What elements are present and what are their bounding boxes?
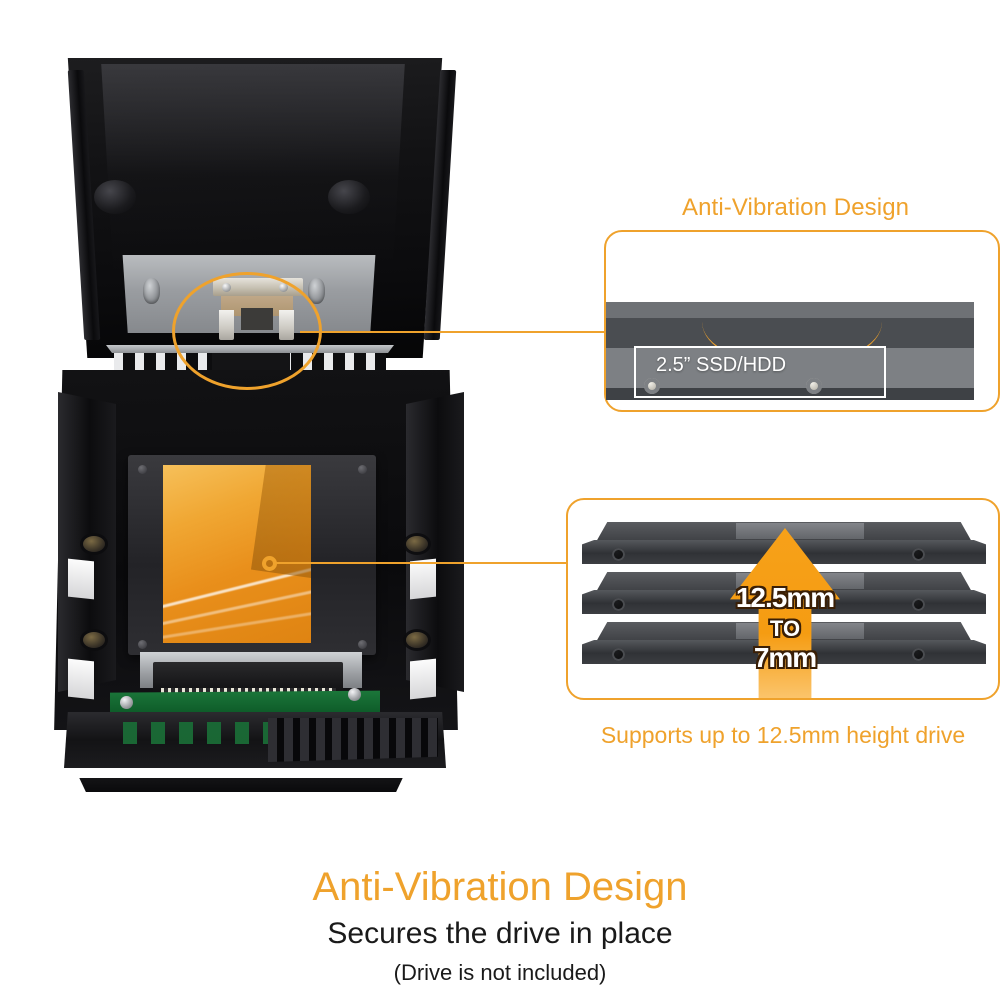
ssd-sticker [736,523,864,539]
ssd-screw-hole-left [612,598,625,611]
drive-label-window [163,465,311,643]
vibration-pad-left-lower [68,658,94,700]
lid-bumper-right [328,180,370,214]
bay-screw-hole-left [644,378,660,394]
callout-box-anti-vibration: 2.5” SSD/HDD [604,230,1000,412]
footer-subhead: Secures the drive in place [327,917,673,950]
tray-screw-4 [358,640,367,649]
chassis-screw-1 [83,536,105,552]
chassis-screw-3 [406,536,428,552]
ssd-stack: 12.5mm TO 7mm [582,522,986,698]
sata-connector [153,662,343,692]
vibration-pad-right-lower [410,658,436,700]
backplate-standoff-left [143,278,160,304]
lid-bumper-left [94,180,136,214]
callout-box-drive-height: 12.5mm TO 7mm [566,498,1000,700]
label-swoosh-2 [163,586,311,627]
drive-bay-cross-section: 2.5” SSD/HDD [606,302,974,400]
label-swoosh-1 [163,563,311,610]
footer-caption-block: Anti-Vibration Design Secures the drive … [0,862,1000,990]
tray-screw-3 [138,640,147,649]
leader-line-bottom [276,562,566,564]
bezel-green-tabs [123,722,313,744]
bay-screw-hole-right [806,378,822,394]
bay-drive-surface [606,348,974,388]
chassis-screw-4 [406,632,428,648]
backplate-standoff-right [308,278,325,304]
ssd-screw-hole-right [912,548,925,561]
leader-line-top [300,331,605,333]
ssd-screw-hole-right [912,648,925,661]
bay-top-surface [606,302,974,318]
ssd-screw-hole-left [612,648,625,661]
ssd-screw-hole-right [912,598,925,611]
callout-title-anti-vibration: Anti-Vibration Design [682,194,910,221]
footer-headline: Anti-Vibration Design [312,865,688,909]
pcb-screw-right [348,688,361,701]
callout-caption-drive-height: Supports up to 12.5mm height drive [600,722,966,748]
drive-outline-box [634,346,886,398]
product-photo [28,40,488,820]
bezel-lip [79,778,403,792]
height-range-arrow-icon: 12.5mm TO 7mm [730,528,840,698]
drive-bay-highlight-ring [262,556,277,571]
controller-pcb [110,690,380,714]
arrow-label-to: TO [769,616,801,641]
bezel-cooling-fins [268,718,438,762]
vibration-pad-left-upper [68,558,94,600]
label-swoosh-3 [163,609,311,640]
ssd-screw-hole-left [612,548,625,561]
pcb-screw-left [120,696,133,709]
tray-screw-2 [358,465,367,474]
vibration-pad-right-upper [410,558,436,600]
arrow-label-min-height: 7mm [753,642,817,673]
footer-note: (Drive is not included) [393,960,607,985]
tray-screw-1 [138,465,147,474]
drive-size-label: 2.5” SSD/HDD [656,354,787,376]
chassis-screw-2 [83,632,105,648]
arrow-label-max-height: 12.5mm [735,582,835,613]
